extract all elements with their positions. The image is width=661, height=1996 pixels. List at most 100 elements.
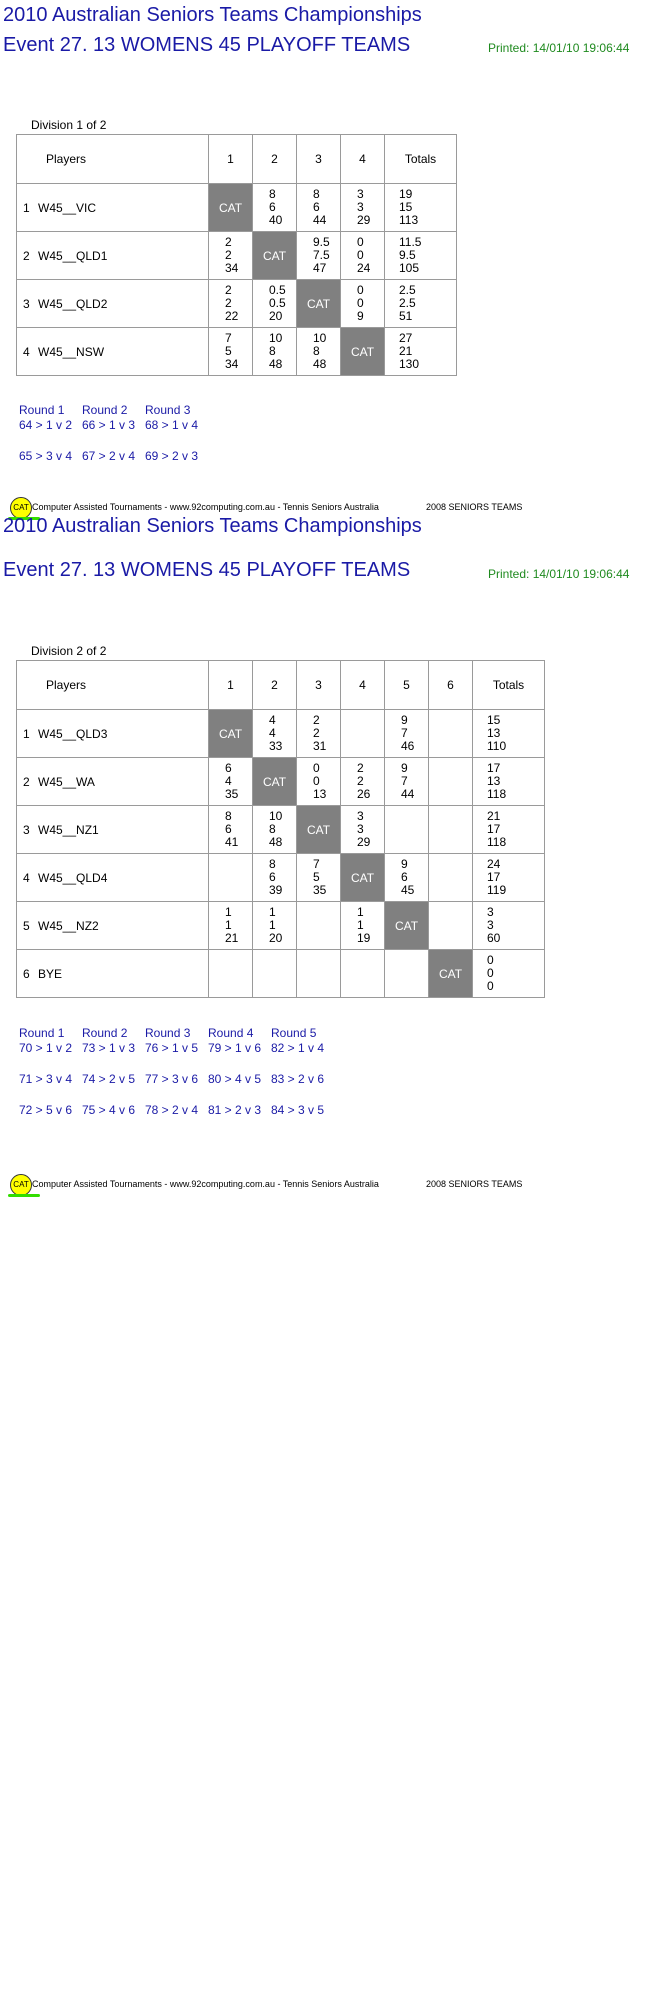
score-value: 21: [225, 931, 239, 945]
cat-cell: CAT: [296, 279, 341, 328]
score-value: 9: [357, 309, 364, 323]
championship-title: 2010 Australian Seniors Teams Championsh…: [3, 4, 422, 26]
score-value: 40: [269, 213, 283, 227]
score-value: 6: [269, 200, 276, 214]
score-value: 10: [269, 809, 283, 823]
total-value: 110: [487, 739, 507, 753]
match-entry: 75 > 4 v 6: [82, 1103, 136, 1117]
score-value: 7: [225, 331, 232, 345]
player-name: W45__NSW: [38, 344, 105, 359]
footer-right-text: 2008 SENIORS TEAMS: [426, 502, 523, 512]
score-cell: [208, 949, 253, 998]
score-value: 47: [313, 261, 327, 275]
score-value: 0: [357, 248, 364, 262]
score-value: 9: [401, 857, 408, 871]
score-cell: [428, 805, 473, 854]
total-value: 51: [399, 309, 413, 323]
cat-cell: CAT: [340, 853, 385, 902]
score-value: 19: [357, 931, 371, 945]
score-value: 9: [401, 713, 408, 727]
player-number: 1: [23, 200, 30, 215]
total-value: 130: [399, 357, 420, 371]
score-value: 0: [357, 235, 364, 249]
score-value: 10: [269, 331, 283, 345]
player-name: W45__QLD4: [38, 870, 108, 885]
player-number: 2: [23, 774, 30, 789]
score-value: 9: [401, 761, 408, 775]
score-value: 5: [313, 870, 320, 884]
column-header-6: 6: [428, 660, 473, 710]
score-value: 2: [225, 248, 232, 262]
score-value: 7: [401, 726, 408, 740]
footer-text: Computer Assisted Tournaments - www.92co…: [32, 1179, 379, 1189]
total-value: 105: [399, 261, 420, 275]
total-value: 13: [487, 774, 501, 788]
score-value: 6: [313, 200, 320, 214]
footer-right-text: 2008 SENIORS TEAMS: [426, 1179, 523, 1189]
cat-cell: CAT: [340, 327, 385, 376]
score-value: 29: [357, 213, 371, 227]
score-value: 1: [225, 905, 232, 919]
player-name: W45__NZ1: [38, 822, 99, 837]
total-value: 19: [399, 187, 413, 201]
score-value: 29: [357, 835, 371, 849]
score-value: 44: [313, 213, 327, 227]
score-value: 3: [357, 809, 364, 823]
score-value: 1: [269, 905, 276, 919]
score-value: 48: [269, 357, 283, 371]
match-entry: 68 > 1 v 4: [145, 418, 199, 432]
total-value: 21: [487, 809, 501, 823]
match-entry: 83 > 2 v 6: [271, 1072, 325, 1086]
round-header: Round 3: [145, 1026, 191, 1040]
match-entry: 71 > 3 v 4: [19, 1072, 73, 1086]
total-value: 0: [487, 966, 494, 980]
round-header: Round 2: [82, 1026, 128, 1040]
score-value: 2: [357, 761, 364, 775]
column-header-5: 5: [384, 660, 429, 710]
player-number: 2: [23, 248, 30, 263]
match-entry: 78 > 2 v 4: [145, 1103, 199, 1117]
column-header-4: 4: [340, 134, 385, 184]
total-value: 17: [487, 822, 501, 836]
total-value: 24: [487, 857, 501, 871]
score-value: 6: [225, 822, 232, 836]
page-1: 2010 Australian Seniors Teams Championsh…: [0, 0, 661, 520]
score-value: 35: [313, 883, 327, 897]
round-header: Round 1: [19, 1026, 65, 1040]
score-value: 2: [313, 713, 320, 727]
total-value: 17: [487, 870, 501, 884]
score-cell: [428, 709, 473, 758]
score-value: 6: [225, 761, 232, 775]
page-2: 2010 Australian Seniors Teams Championsh…: [0, 515, 661, 1996]
player-number: 5: [23, 918, 30, 933]
